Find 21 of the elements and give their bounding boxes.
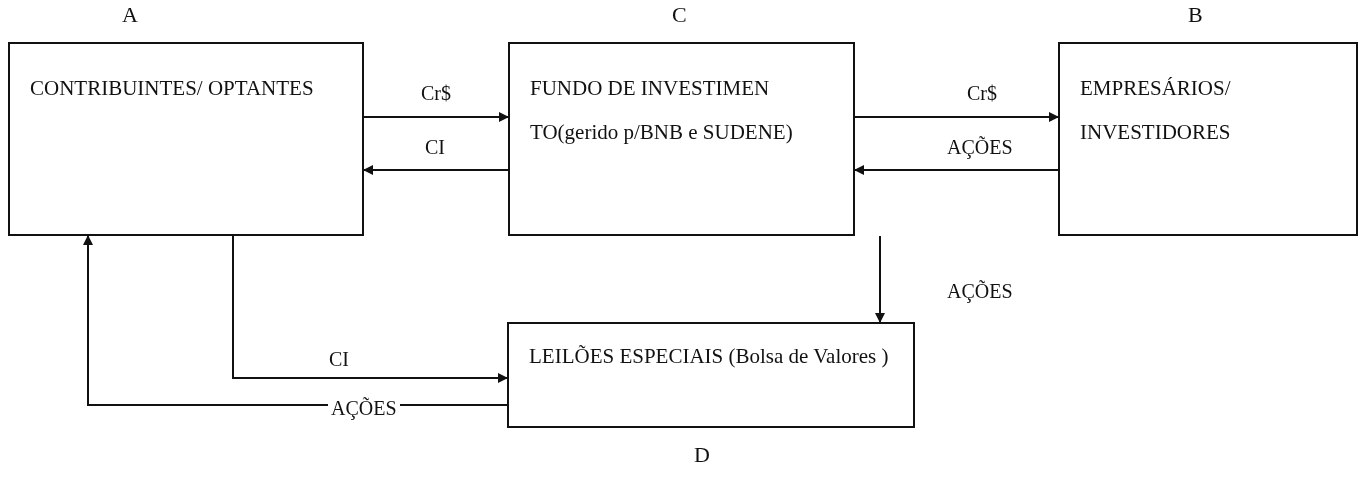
node-letter: D xyxy=(694,442,710,468)
arrow xyxy=(363,165,509,175)
node-letter: C xyxy=(672,2,687,28)
edge-label: AÇÕES xyxy=(328,397,400,420)
node-text: CONTRIBUINTES/ OPTANTES xyxy=(30,75,315,102)
process-box xyxy=(1058,42,1358,236)
arrow xyxy=(854,165,1059,175)
edge-label: Cr$ xyxy=(964,82,1000,105)
arrow xyxy=(854,112,1059,122)
node-text: EMPRESÁRIOS/ INVESTIDORES xyxy=(1080,75,1232,146)
node-text: LEILÕES ESPECIAIS (Bolsa de Valores ) xyxy=(529,343,890,370)
arrow xyxy=(875,235,885,323)
arrow xyxy=(232,235,508,383)
process-box xyxy=(507,322,915,428)
node-text: FUNDO DE INVESTIMEN TO(gerido p/BNB e SUDENE) xyxy=(530,75,794,146)
process-box xyxy=(8,42,364,236)
node-letter: B xyxy=(1188,2,1203,28)
process-box xyxy=(508,42,855,236)
node-letter: A xyxy=(122,2,138,28)
edge-label: Cr$ xyxy=(418,82,454,105)
arrow xyxy=(363,112,509,122)
